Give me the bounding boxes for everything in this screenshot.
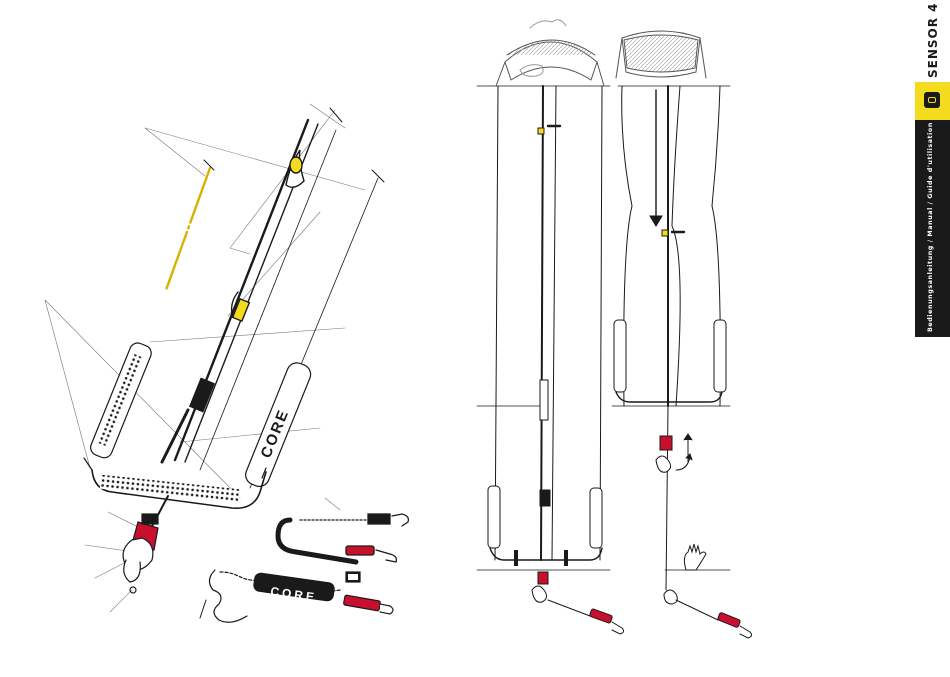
right-float: CORE	[243, 360, 314, 490]
exploded-bar-view: CORE CORE	[45, 104, 408, 622]
hand-icon	[684, 544, 706, 570]
kite-powered	[496, 20, 604, 86]
coil-leash: CORE	[200, 570, 393, 622]
manual-sidebar: SENSOR 4 Bedienungsanleitung / Manual / …	[915, 0, 950, 677]
trim-line	[148, 168, 210, 340]
product-title: SENSOR 4	[926, 3, 940, 79]
chicken-loop	[123, 496, 168, 593]
kite-depowered	[616, 31, 706, 78]
manual-subtitle: Bedienungsanleitung / Manual / Guide d'u…	[927, 122, 934, 332]
control-bar-diagram: CORE CORE	[0, 0, 915, 677]
lines-powered	[488, 86, 624, 634]
short-leash	[278, 514, 408, 562]
guide-rules	[477, 86, 730, 570]
lines-depowered	[614, 86, 752, 638]
sequence-diagrams	[477, 20, 752, 638]
core-logo-icon	[924, 92, 940, 108]
